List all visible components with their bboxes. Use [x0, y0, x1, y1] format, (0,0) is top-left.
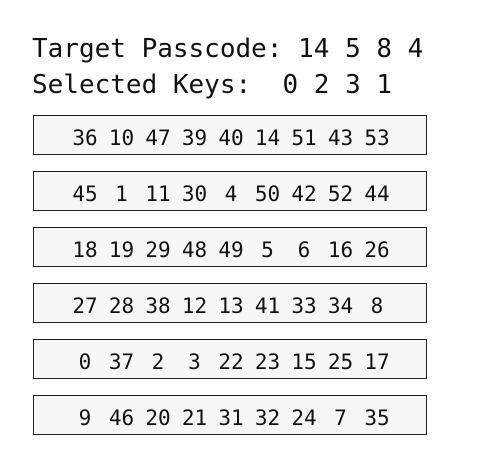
- key-button[interactable]: 50: [254, 182, 281, 206]
- key-button[interactable]: 16: [327, 238, 354, 262]
- key-button[interactable]: 5: [261, 238, 274, 262]
- key-button[interactable]: 7: [334, 406, 347, 430]
- key-row-6: 9 46 20 21 31 32 24 7 35: [33, 395, 427, 435]
- selected-keys-label: Selected Keys:: [32, 70, 252, 100]
- key-button[interactable]: 35: [364, 406, 390, 430]
- key-button[interactable]: 19: [108, 238, 135, 262]
- key-row-4: 27 28 38 12 13 41 33 34 8: [33, 283, 427, 323]
- target-passcode-value: 14 5 8 4: [298, 34, 424, 64]
- key-button[interactable]: 6: [297, 238, 311, 262]
- key-button[interactable]: 13: [218, 294, 244, 318]
- key-button[interactable]: 22: [218, 350, 244, 374]
- key-button[interactable]: 2: [151, 350, 165, 374]
- key-button[interactable]: 30: [181, 182, 208, 206]
- key-button[interactable]: 21: [181, 406, 208, 430]
- key-button[interactable]: 53: [364, 126, 390, 150]
- key-button[interactable]: 42: [291, 182, 317, 206]
- key-button[interactable]: 15: [291, 350, 317, 374]
- key-button[interactable]: 32: [254, 406, 281, 430]
- key-button[interactable]: 33: [291, 294, 317, 318]
- key-button[interactable]: 25: [327, 350, 354, 374]
- key-button[interactable]: 41: [254, 294, 281, 318]
- key-button[interactable]: 47: [145, 126, 171, 150]
- key-button[interactable]: 31: [218, 406, 244, 430]
- key-button[interactable]: 11: [145, 182, 171, 206]
- target-passcode-label: Target Passcode:: [32, 34, 283, 64]
- target-passcode-line: Target Passcode: 14 5 8 4: [32, 34, 423, 64]
- key-button[interactable]: 20: [145, 406, 171, 430]
- selected-keys-line: Selected Keys: 0 2 3 1: [32, 70, 392, 100]
- key-button[interactable]: 48: [181, 238, 208, 262]
- key-button[interactable]: 52: [327, 182, 354, 206]
- key-button[interactable]: 45: [72, 182, 98, 206]
- key-button[interactable]: 24: [291, 406, 317, 430]
- key-button[interactable]: 44: [364, 182, 390, 206]
- key-button[interactable]: 18: [72, 238, 98, 262]
- key-button[interactable]: 37: [108, 350, 135, 374]
- key-button[interactable]: 3: [188, 350, 201, 374]
- key-button[interactable]: 8: [370, 294, 384, 318]
- key-button[interactable]: 0: [78, 350, 92, 374]
- key-button[interactable]: 1: [115, 182, 128, 206]
- key-button[interactable]: 14: [254, 126, 281, 150]
- key-button[interactable]: 12: [181, 294, 208, 318]
- key-button[interactable]: 27: [72, 294, 98, 318]
- key-button[interactable]: 46: [108, 406, 135, 430]
- key-button[interactable]: 4: [224, 182, 238, 206]
- key-button[interactable]: 38: [145, 294, 171, 318]
- key-button[interactable]: 39: [181, 126, 208, 150]
- key-button[interactable]: 51: [291, 126, 317, 150]
- key-button[interactable]: 23: [254, 350, 281, 374]
- key-button[interactable]: 29: [145, 238, 171, 262]
- key-button[interactable]: 34: [327, 294, 354, 318]
- key-button[interactable]: 17: [364, 350, 390, 374]
- key-button[interactable]: 43: [327, 126, 354, 150]
- key-row-1: 36 10 47 39 40 14 51 43 53: [33, 115, 427, 155]
- key-button[interactable]: 10: [108, 126, 135, 150]
- key-button[interactable]: 26: [364, 238, 390, 262]
- selected-keys-value: 0 2 3 1: [282, 70, 393, 100]
- key-button[interactable]: 28: [108, 294, 135, 318]
- key-button[interactable]: 40: [218, 126, 244, 150]
- key-button[interactable]: 49: [218, 238, 244, 262]
- key-button[interactable]: 36: [72, 126, 98, 150]
- key-button[interactable]: 9: [78, 406, 92, 430]
